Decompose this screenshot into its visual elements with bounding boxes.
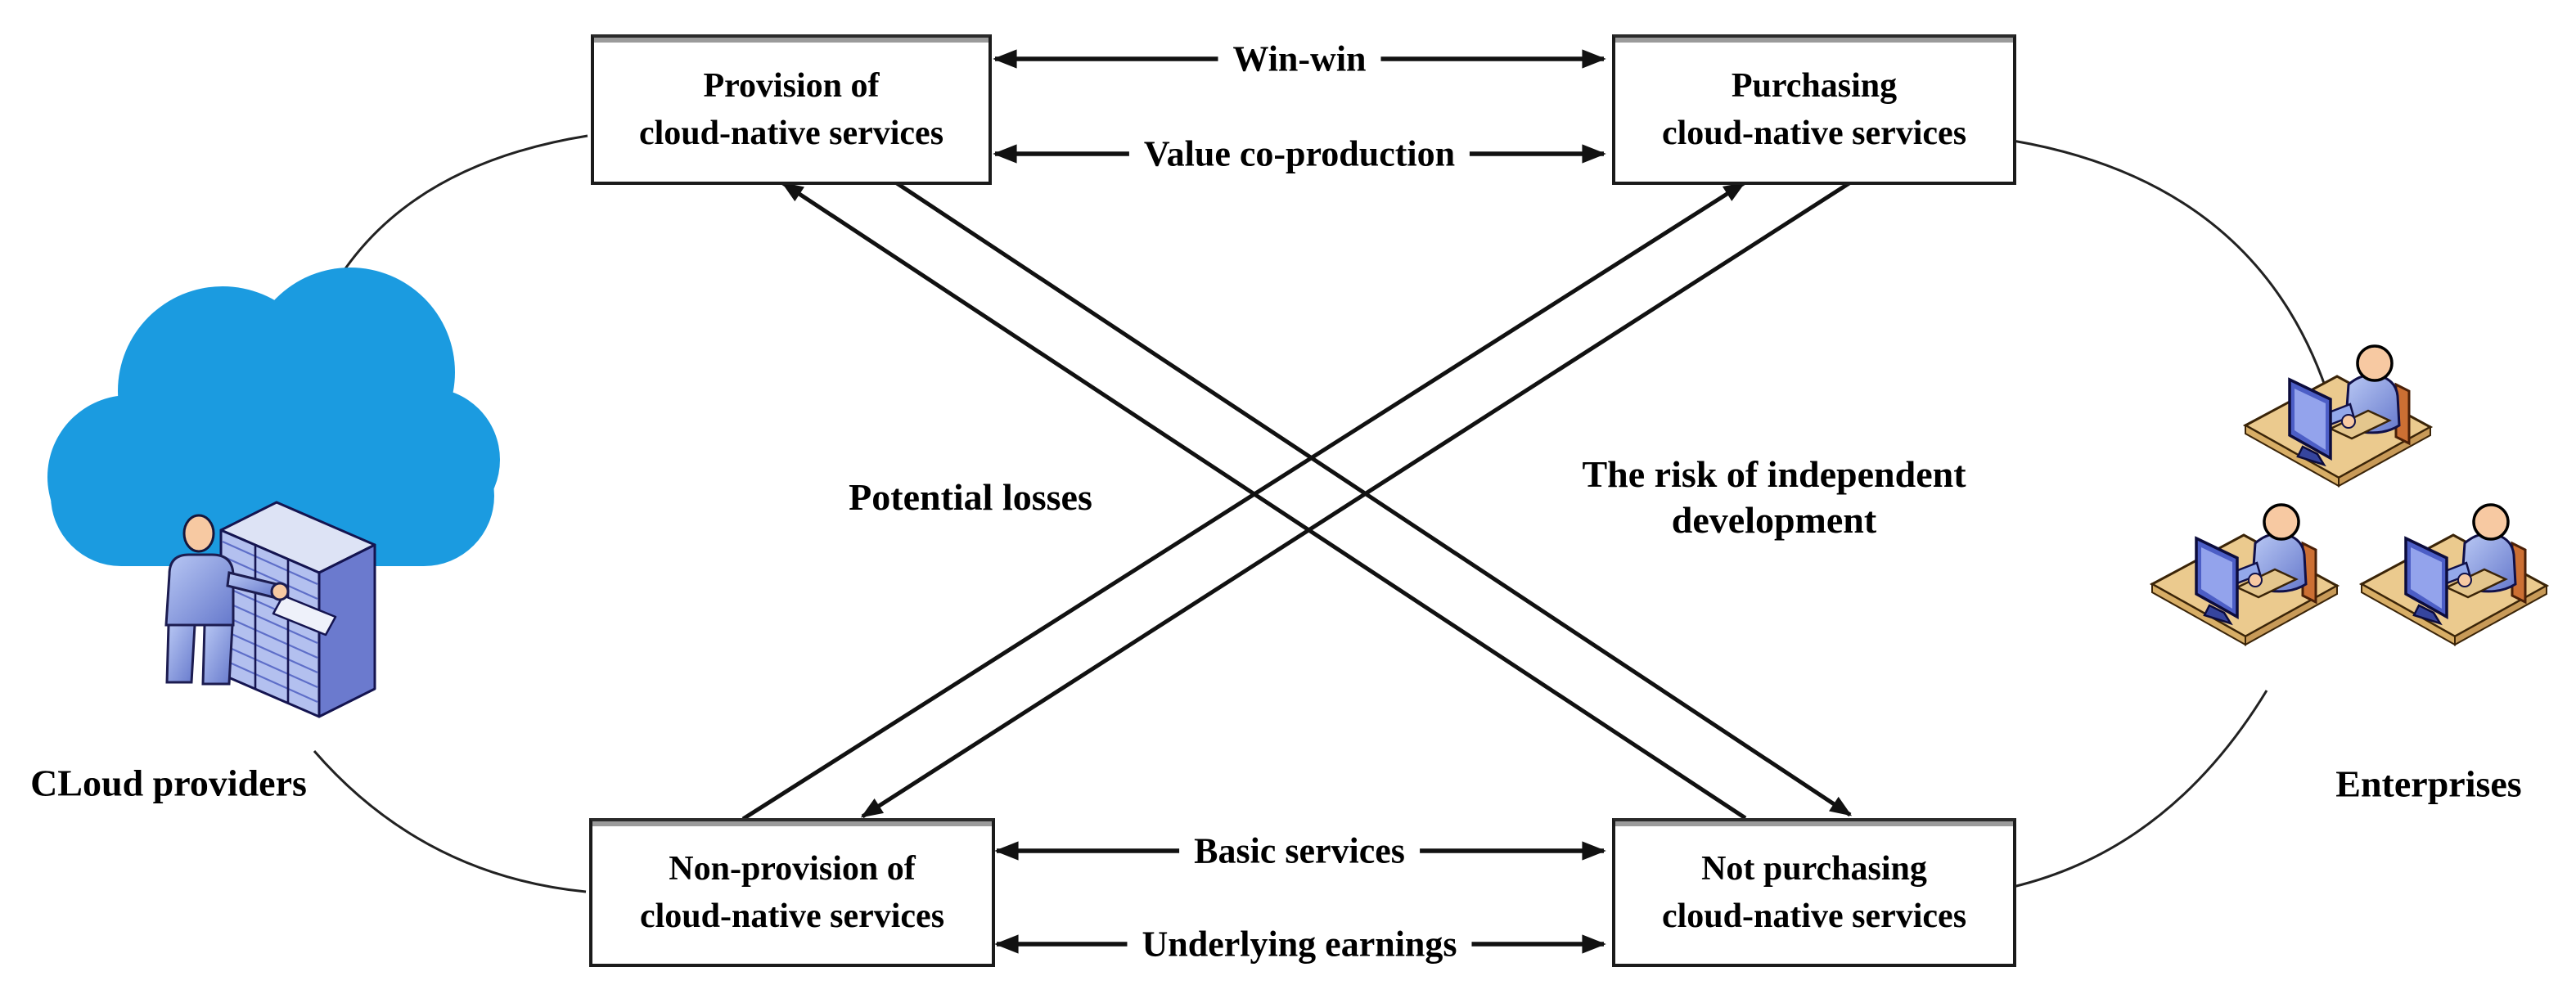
label-value-coproduction: Value co-production [1128, 133, 1470, 175]
label-independent-risk: The risk of independent development [1582, 452, 1966, 543]
label-underlying-earnings: Underlying earnings [1127, 923, 1472, 965]
strategy-box-non-provision-line1: Non-provision of [669, 850, 916, 888]
arrow-notpurchasing-to-provision [781, 181, 1747, 821]
admin-person-icon [164, 514, 290, 686]
cloud-provider-icon [47, 268, 500, 718]
arc-enterprise-to-purchasing [2012, 139, 2332, 403]
label-enterprises: Enterprises [2335, 762, 2522, 805]
actor-connector-arcs [313, 134, 2332, 893]
workstation-user-icon [2360, 503, 2548, 646]
arrow-purchasing-to-nonprovision [860, 178, 1856, 819]
diagonal-relation-arrows [741, 178, 1856, 821]
label-independent-risk-line1: The risk of independent [1582, 453, 1966, 495]
strategy-box-purchasing-line1: Purchasing [1731, 67, 1898, 105]
server-rack-icon [219, 501, 376, 718]
label-potential-losses: Potential losses [849, 476, 1092, 518]
arc-enterprise-to-notpurchasing [2012, 690, 2268, 888]
workstation-user-icon [2150, 503, 2339, 646]
label-win-win: Win-win [1218, 38, 1381, 80]
strategy-box-not-purchasing-line1: Not purchasing [1701, 850, 1927, 888]
strategy-box-provision-line1: Provision of [703, 67, 880, 105]
strategy-box-purchasing: Purchasing cloud-native services [1612, 34, 2016, 185]
strategy-box-not-purchasing: Not purchasing cloud-native services [1612, 818, 2016, 967]
strategy-box-provision-line2: cloud-native services [638, 115, 944, 152]
arc-provider-to-nonprovision [313, 750, 587, 893]
strategy-box-purchasing-line2: cloud-native services [1661, 115, 1967, 152]
arrow-provision-to-notpurchasing [890, 178, 1853, 817]
strategy-box-provision: Provision of cloud-native services [591, 34, 992, 185]
cloud-icon [47, 268, 500, 566]
enterprise-icons-group [2150, 344, 2548, 646]
workstation-user-icon [2244, 344, 2432, 488]
label-independent-risk-line2: development [1671, 499, 1877, 541]
strategy-box-non-provision-line2: cloud-native services [639, 897, 945, 935]
strategy-box-not-purchasing-line2: cloud-native services [1661, 897, 1967, 935]
arrow-nonprovision-to-purchasing [741, 181, 1746, 821]
strategy-box-non-provision: Non-provision of cloud-native services [589, 818, 995, 967]
label-basic-services: Basic services [1179, 830, 1420, 872]
label-cloud-providers: CLoud providers [30, 762, 307, 804]
